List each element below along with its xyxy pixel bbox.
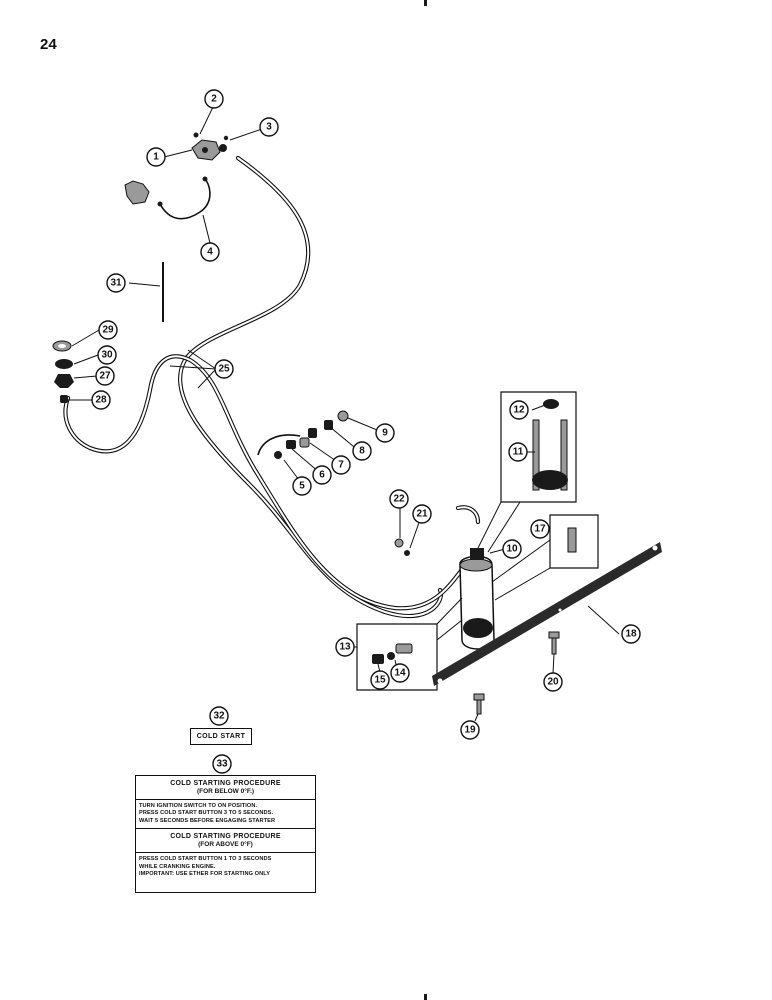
cold-starting-procedure-decal: COLD STARTING PROCEDURE (FOR BELOW 0°F.)… bbox=[135, 775, 316, 893]
callout-label-6: 6 bbox=[319, 470, 325, 481]
cold-start-button-assembly bbox=[52, 340, 74, 403]
decal-title-below: COLD STARTING PROCEDURE bbox=[170, 780, 281, 787]
callout-label-7: 7 bbox=[338, 460, 344, 471]
callout-label-32: 32 bbox=[213, 711, 225, 722]
callout-label-5: 5 bbox=[299, 481, 305, 492]
callout-label-1: 1 bbox=[153, 152, 159, 163]
callout-8: 8 bbox=[352, 441, 372, 461]
ether-hose-main bbox=[178, 155, 443, 619]
callout-10: 10 bbox=[502, 539, 522, 559]
callout-label-12: 12 bbox=[513, 405, 525, 416]
wire-harness-part-4 bbox=[124, 176, 211, 220]
decal-body-line: TURN IGNITION SWITCH TO ON POSITION. bbox=[139, 803, 258, 809]
callout-label-17: 17 bbox=[534, 524, 546, 535]
callout-label-21: 21 bbox=[416, 509, 428, 520]
callout-label-8: 8 bbox=[359, 446, 365, 457]
ether-cylinder-part-10 bbox=[455, 505, 495, 650]
callout-28: 28 bbox=[91, 390, 111, 410]
page-number: 24 bbox=[40, 36, 57, 53]
callout-7: 7 bbox=[331, 455, 351, 475]
callout-label-10: 10 bbox=[506, 544, 518, 555]
callout-3: 3 bbox=[259, 117, 279, 137]
decal-body-line: WAIT 5 SECONDS BEFORE ENGAGING STARTER bbox=[139, 817, 276, 824]
decal-divider bbox=[136, 852, 315, 854]
inset-box-part-11-12 bbox=[477, 391, 577, 553]
decal-divider bbox=[136, 799, 315, 800]
callout-label-15: 15 bbox=[374, 675, 386, 686]
callout-label-13: 13 bbox=[339, 642, 351, 653]
fittings-group bbox=[257, 410, 349, 459]
crop-mark-bottom bbox=[424, 994, 427, 1000]
cold-start-decal: COLD START bbox=[190, 728, 252, 745]
callout-6: 6 bbox=[312, 465, 332, 485]
callout-label-20: 20 bbox=[547, 677, 559, 688]
callout-27: 27 bbox=[95, 366, 115, 386]
callout-label-29: 29 bbox=[102, 325, 114, 336]
inset-box-part-17 bbox=[491, 514, 599, 601]
callout-29: 29 bbox=[98, 320, 118, 340]
callout-21: 21 bbox=[412, 504, 432, 524]
crop-mark-top bbox=[424, 0, 427, 6]
decal-body-line: WHILE CRANKING ENGINE. bbox=[139, 863, 216, 870]
callout-15: 15 bbox=[370, 670, 390, 690]
decal-sub-above: (FOR ABOVE 0°F) bbox=[198, 841, 253, 849]
callout-label-3: 3 bbox=[266, 122, 272, 133]
bolt-part-19 bbox=[473, 693, 485, 715]
callout-9: 9 bbox=[375, 423, 395, 443]
bolt-part-20 bbox=[548, 631, 560, 655]
callout-31: 31 bbox=[106, 273, 126, 293]
decal-sub-below: (FOR BELOW 0°F.) bbox=[196, 788, 255, 795]
switch-assembly bbox=[191, 132, 229, 161]
callout-label-14: 14 bbox=[394, 668, 406, 679]
callout-label-31: 31 bbox=[110, 278, 122, 289]
callout-32: 32 bbox=[209, 706, 229, 726]
callout-33: 33 bbox=[212, 754, 232, 774]
callout-11: 11 bbox=[508, 442, 528, 462]
callout-20: 20 bbox=[543, 672, 563, 692]
callout-12: 12 bbox=[509, 400, 529, 420]
inset-box-part-13-14-15 bbox=[356, 597, 463, 691]
callout-4: 4 bbox=[200, 242, 220, 262]
callout-19: 19 bbox=[460, 720, 480, 740]
decal-body-line: IMPORTANT: USE ETHER FOR STARTING ONLY bbox=[139, 871, 271, 878]
callout-label-22: 22 bbox=[393, 494, 405, 505]
decal-divider bbox=[136, 828, 315, 830]
decal-body-line: PRESS COLD START BUTTON 1 TO 3 SECONDS bbox=[139, 856, 272, 863]
ether-hose-part-25 bbox=[63, 354, 473, 611]
callout-label-19: 19 bbox=[464, 725, 476, 736]
callout-14: 14 bbox=[390, 663, 410, 683]
callout-label-28: 28 bbox=[95, 395, 107, 406]
callout-22: 22 bbox=[389, 489, 409, 509]
part-22-shape bbox=[394, 538, 404, 548]
part-21-shape bbox=[404, 550, 410, 556]
callout-label-33: 33 bbox=[216, 759, 228, 770]
callout-label-11: 11 bbox=[513, 447, 524, 458]
callout-label-4: 4 bbox=[207, 247, 213, 258]
callout-13: 13 bbox=[335, 637, 355, 657]
callout-18: 18 bbox=[621, 624, 641, 644]
decal-title-above: COLD STARTING PROCEDURE bbox=[170, 833, 281, 841]
mounting-bracket-part-18 bbox=[432, 542, 662, 686]
callout-label-27: 27 bbox=[99, 371, 111, 382]
callout-25: 25 bbox=[214, 359, 234, 379]
callout-label-18: 18 bbox=[625, 629, 637, 640]
callout-5: 5 bbox=[292, 476, 312, 496]
callout-label-30: 30 bbox=[101, 350, 113, 361]
callout-label-25: 25 bbox=[218, 364, 230, 375]
callout-label-9: 9 bbox=[382, 428, 388, 439]
callout-label-2: 2 bbox=[211, 94, 217, 105]
callout-2: 2 bbox=[204, 89, 224, 109]
callout-1: 1 bbox=[146, 147, 166, 167]
callout-30: 30 bbox=[97, 345, 117, 365]
decal-body-line: PRESS COLD START BUTTON 3 TO 5 SECONDS. bbox=[139, 810, 274, 817]
callout-17: 17 bbox=[530, 519, 550, 539]
